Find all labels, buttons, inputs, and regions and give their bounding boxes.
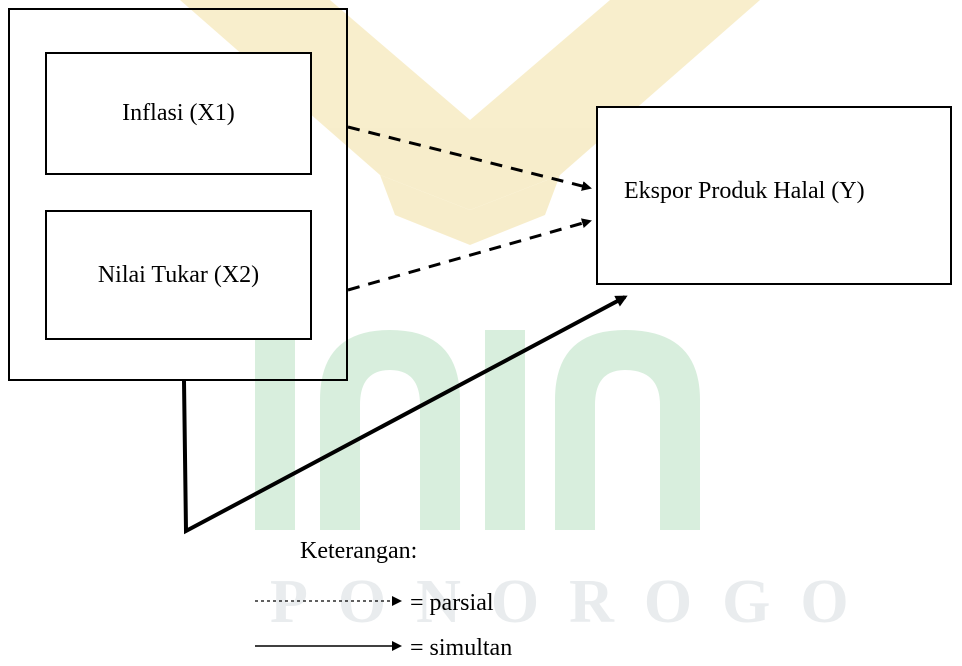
watermark-iain-shape [255, 330, 700, 530]
legend-partial-label: = parsial [410, 590, 494, 616]
simultaneous-arrow [182, 295, 628, 535]
partial-arrow-x2-y [347, 218, 592, 292]
halal-export-label: Ekspor Produk Halal (Y) [624, 178, 865, 204]
legend-title: Keterangan: [300, 538, 418, 564]
halal-export-box: Ekspor Produk Halal (Y) [596, 106, 952, 285]
watermark-top-shape [180, 0, 760, 245]
exchange-rate-label: Nilai Tukar (X2) [97, 261, 260, 288]
watermark-text: PONOROGO [270, 568, 879, 636]
partial-arrow-x1-y [347, 125, 592, 191]
exchange-rate-box: Nilai Tukar (X2) [45, 210, 312, 340]
inflation-label: Inflasi (X1) [122, 100, 235, 126]
independent-variables-group [8, 8, 348, 381]
inflation-box: Inflasi (X1) [45, 52, 312, 175]
legend-simultaneous-label: = simultan [410, 635, 513, 661]
